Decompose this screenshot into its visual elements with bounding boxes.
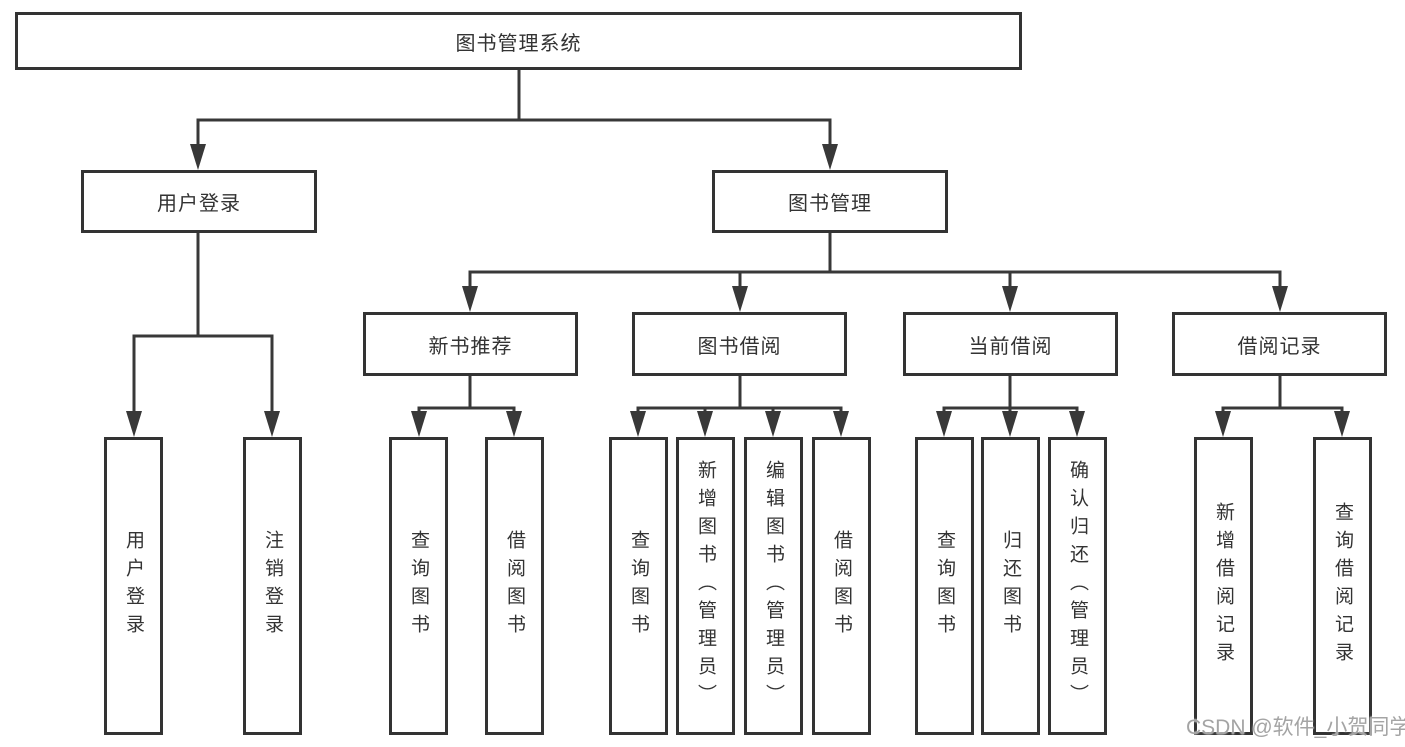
leaf-query-books-current: 查询图书 <box>915 437 974 735</box>
leaf-logout: 注销登录 <box>243 437 302 735</box>
leaf-label: 查询图书 <box>408 530 429 642</box>
leaf-edit-book-admin: 编辑图书（管理员） <box>744 437 803 735</box>
leaf-label: 归还图书 <box>1000 530 1021 642</box>
leaf-label: 新增借阅记录 <box>1213 502 1234 670</box>
leaf-add-book-admin: 新增图书（管理员） <box>676 437 735 735</box>
leaf-borrow-books: 借阅图书 <box>812 437 871 735</box>
leaf-return-books: 归还图书 <box>981 437 1040 735</box>
node-current-borrow: 当前借阅 <box>903 312 1118 376</box>
leaf-confirm-return-admin: 确认归还（管理员） <box>1048 437 1107 735</box>
node-book-management: 图书管理 <box>712 170 948 233</box>
leaf-label: 借阅图书 <box>504 530 525 642</box>
node-user-login: 用户登录 <box>81 170 317 233</box>
leaf-label: 注销登录 <box>262 530 283 642</box>
leaf-query-borrow-record: 查询借阅记录 <box>1313 437 1372 735</box>
node-new-book-recommend: 新书推荐 <box>363 312 578 376</box>
csdn-watermark: CSDN @软件_小贺同学 <box>1186 716 1405 739</box>
leaf-label: 确认归还（管理员） <box>1067 460 1088 712</box>
leaf-label: 查询借阅记录 <box>1332 502 1353 670</box>
leaf-label: 借阅图书 <box>831 530 852 642</box>
leaf-borrow-books-recommend: 借阅图书 <box>485 437 544 735</box>
leaf-label: 查询图书 <box>628 530 649 642</box>
leaf-query-books-borrow: 查询图书 <box>609 437 668 735</box>
leaf-add-borrow-record: 新增借阅记录 <box>1194 437 1253 735</box>
leaf-label: 用户登录 <box>123 530 144 642</box>
leaf-label: 新增图书（管理员） <box>695 460 716 712</box>
leaf-query-books-recommend: 查询图书 <box>389 437 448 735</box>
node-library-management-system: 图书管理系统 <box>15 12 1022 70</box>
node-borrow-records: 借阅记录 <box>1172 312 1387 376</box>
leaf-label: 查询图书 <box>934 530 955 642</box>
node-book-borrow: 图书借阅 <box>632 312 847 376</box>
leaf-user-login: 用户登录 <box>104 437 163 735</box>
leaf-label: 编辑图书（管理员） <box>763 460 784 712</box>
